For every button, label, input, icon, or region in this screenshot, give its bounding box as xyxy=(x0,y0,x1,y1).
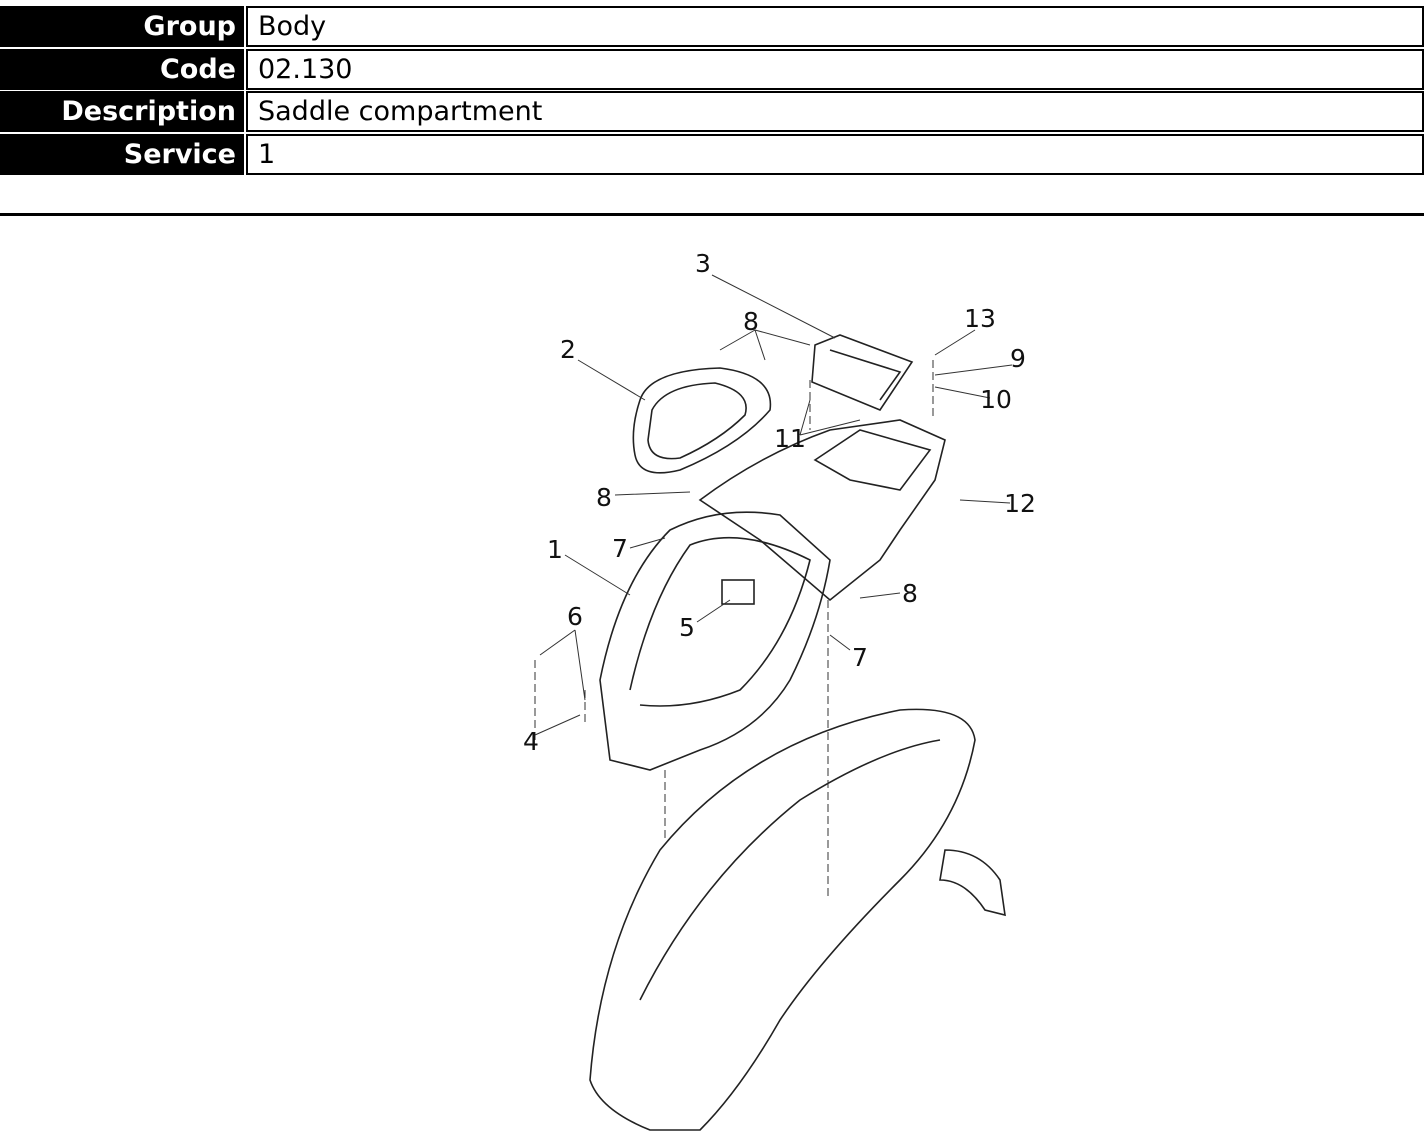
callout-4: 4 xyxy=(523,727,539,756)
info-table: Group Body Code 02.130 Description Saddl… xyxy=(0,6,1424,176)
callout-8: 8 xyxy=(743,307,759,336)
part-saddle-seal xyxy=(632,367,772,474)
info-row-description: Description Saddle compartment xyxy=(0,91,1424,132)
group-value: Body xyxy=(246,6,1424,47)
callout-8: 8 xyxy=(596,483,612,512)
part-rear-frame xyxy=(698,419,946,602)
info-row-service: Service 1 xyxy=(0,133,1424,175)
part-latch xyxy=(721,579,755,605)
service-value: 1 xyxy=(246,133,1424,175)
part-mudguard xyxy=(939,849,1006,917)
part-saddle-compartment xyxy=(599,511,831,771)
info-row-code: Code 02.130 xyxy=(0,48,1424,90)
divider xyxy=(0,213,1424,216)
callout-9: 9 xyxy=(1010,344,1026,373)
callout-8: 8 xyxy=(902,579,918,608)
description-label: Description xyxy=(0,91,244,132)
part-rear-body-panel xyxy=(589,708,976,1131)
description-value: Saddle compartment xyxy=(246,91,1424,132)
part-cover xyxy=(811,334,914,411)
code-value: 02.130 xyxy=(246,48,1424,90)
callout-1: 1 xyxy=(547,535,563,564)
callout-13: 13 xyxy=(964,304,996,333)
callout-12: 12 xyxy=(1004,489,1036,518)
info-row-group: Group Body xyxy=(0,6,1424,47)
callout-11: 11 xyxy=(774,424,806,453)
callout-7: 7 xyxy=(612,534,628,563)
service-label: Service xyxy=(0,133,244,175)
group-label: Group xyxy=(0,6,244,47)
callout-7: 7 xyxy=(852,643,868,672)
callout-2: 2 xyxy=(560,335,576,364)
callout-10: 10 xyxy=(980,385,1012,414)
callout-5: 5 xyxy=(679,613,695,642)
callout-6: 6 xyxy=(567,602,583,631)
code-label: Code xyxy=(0,48,244,90)
callout-3: 3 xyxy=(695,249,711,278)
